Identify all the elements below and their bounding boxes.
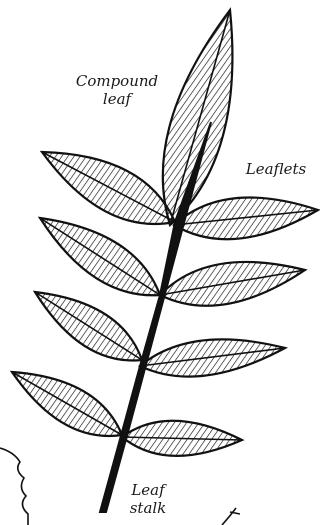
leaflet-midrib [40,218,160,295]
leaflets-label: Leaflets [236,160,316,178]
compound-leaf-label: Compound leaf [72,72,162,108]
leaflet-midrib [35,292,142,360]
leaflet-group [12,10,318,456]
compound-leaf-label-line-1: Compound [72,72,162,90]
edge-sprig [222,508,240,525]
terminal-leaflet [163,10,233,225]
leaf-stalk-label-line-2: stalk [118,499,178,517]
leaflet [160,262,305,306]
leaf-stalk-label-line-1: Leaf [118,481,178,499]
leaf-stalk-label: Leaf stalk [118,481,178,517]
edge-leaf-fragment [0,448,28,525]
leaflet [140,339,285,376]
leaflet [174,198,318,240]
compound-leaf-label-line-2: leaf [72,90,162,108]
